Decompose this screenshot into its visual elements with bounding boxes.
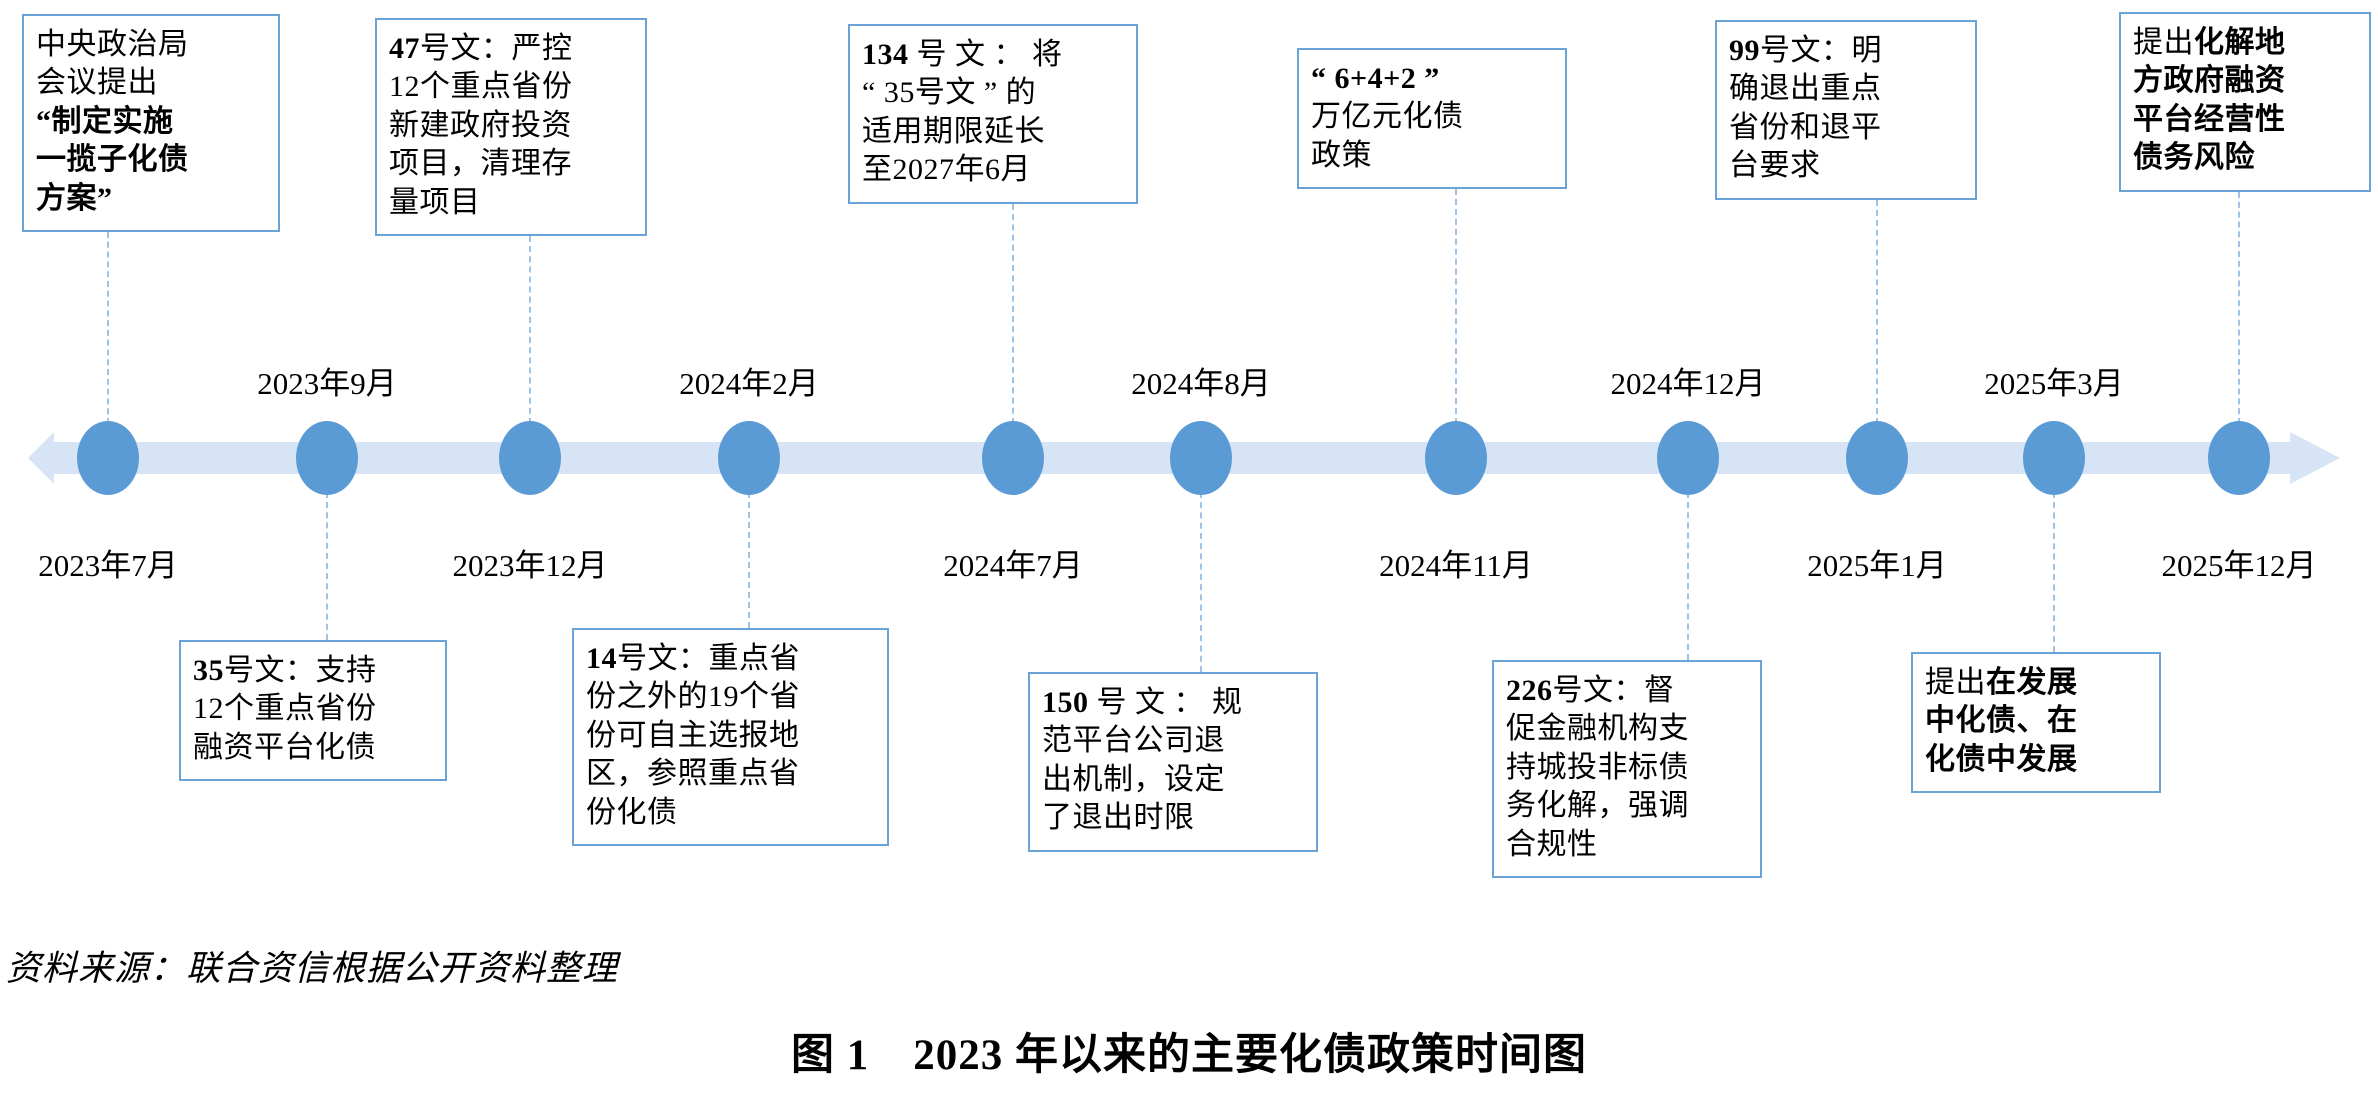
milestone-date-label: 2023年9月: [257, 366, 397, 401]
milestone-connector-line: [1876, 200, 1878, 424]
milestone-callout-box[interactable]: 150 号 文 ： 规范平台公司退出机制，设定了退出时限: [1028, 672, 1318, 852]
milestone-dot[interactable]: [982, 421, 1044, 495]
milestone-connector-line: [2238, 192, 2240, 424]
milestone-dot[interactable]: [499, 421, 561, 495]
milestone-date-label: 2025年1月: [1807, 548, 1947, 583]
milestone-date-label: 2024年12月: [1610, 366, 1766, 401]
milestone-callout-box[interactable]: 134 号 文 ： 将“ 35号文 ” 的适用期限延长至2027年6月: [848, 24, 1138, 204]
milestone-dot[interactable]: [1170, 421, 1232, 495]
source-note: 资料来源：联合资信根据公开资料整理: [6, 949, 619, 988]
milestone-dot[interactable]: [1657, 421, 1719, 495]
milestone-date-label: 2023年7月: [38, 548, 178, 583]
milestone-date-label: 2025年3月: [1984, 366, 2124, 401]
milestone-date-label: 2025年12月: [2161, 548, 2317, 583]
milestone-callout-box[interactable]: “ 6+4+2 ”万亿元化债政策: [1297, 48, 1567, 190]
milestone-dot[interactable]: [718, 421, 780, 495]
milestone-date-label: 2024年7月: [943, 548, 1083, 583]
milestone-date-label: 2024年2月: [679, 366, 819, 401]
figure-caption: 图 1 2023 年以来的主要化债政策时间图: [791, 1032, 1587, 1079]
milestone-callout-box[interactable]: 提出在发展中化债、在化债中发展: [1911, 652, 2161, 794]
milestone-connector-line: [748, 492, 750, 628]
milestone-dot[interactable]: [2023, 421, 2085, 495]
milestone-connector-line: [2053, 492, 2055, 652]
milestone-callout-box[interactable]: 提出化解地方政府融资平台经营性债务风险: [2119, 12, 2371, 192]
milestone-dot[interactable]: [77, 421, 139, 495]
milestone-callout-box[interactable]: 226号文：督促金融机构支持城投非标债务化解，强调合规性: [1492, 660, 1762, 878]
milestone-callout-box[interactable]: 14号文：重点省份之外的19个省份可自主选报地区，参照重点省份化债: [572, 628, 889, 846]
milestone-date-label: 2024年8月: [1131, 366, 1271, 401]
milestone-dot[interactable]: [1425, 421, 1487, 495]
milestone-dot[interactable]: [1846, 421, 1908, 495]
milestone-connector-line: [1687, 492, 1689, 660]
milestone-connector-line: [1012, 204, 1014, 424]
milestone-connector-line: [529, 236, 531, 424]
milestone-callout-box[interactable]: 中央政治局会议提出“制定实施一揽子化债方案”: [22, 14, 280, 232]
milestone-connector-line: [1200, 492, 1202, 672]
milestone-dot[interactable]: [296, 421, 358, 495]
milestone-dot[interactable]: [2208, 421, 2270, 495]
milestone-date-label: 2024年11月: [1379, 548, 1533, 583]
milestone-callout-box[interactable]: 99号文：明确退出重点省份和退平台要求: [1715, 20, 1977, 200]
milestone-date-label: 2023年12月: [452, 548, 608, 583]
milestone-connector-line: [1455, 189, 1457, 424]
milestone-connector-line: [326, 492, 328, 640]
milestone-connector-line: [107, 232, 109, 424]
